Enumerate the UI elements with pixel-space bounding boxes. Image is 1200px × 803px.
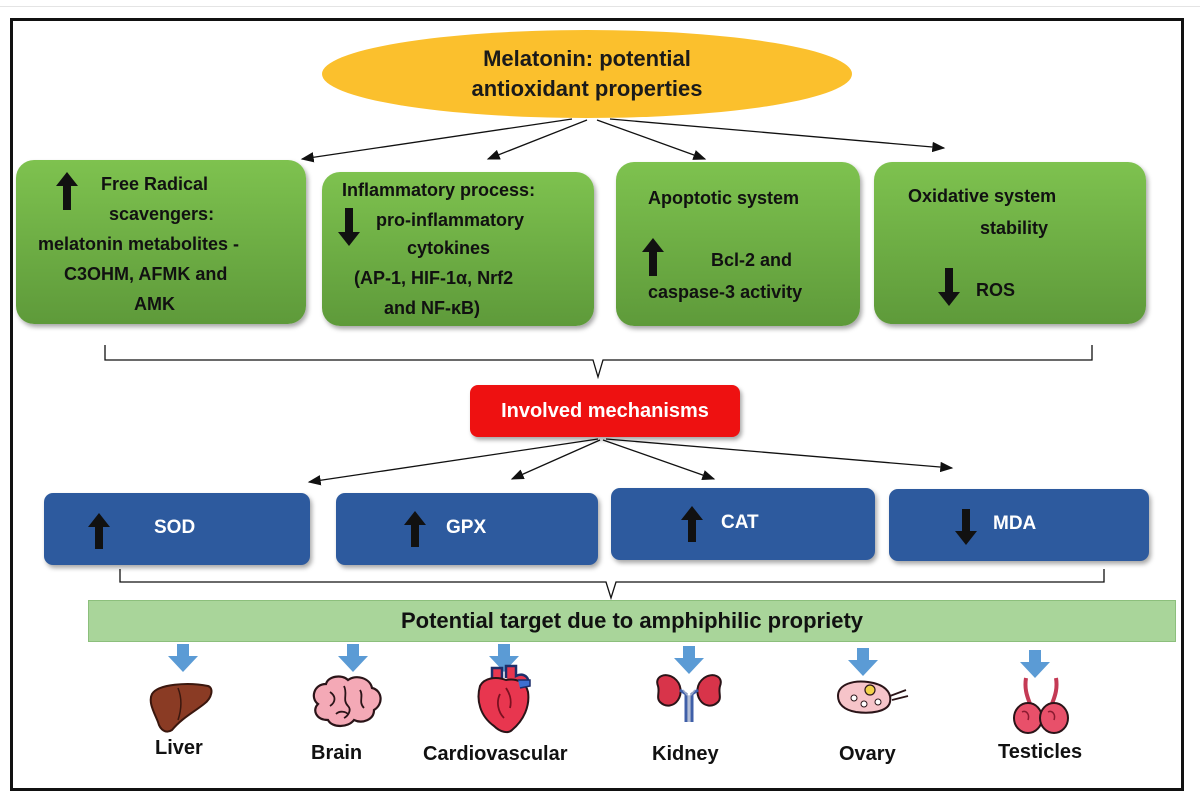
- property-line: Apoptotic system: [648, 188, 800, 208]
- property-box-inflammatory: Inflammatory process: pro-inflammatory c…: [322, 172, 594, 326]
- property-line: C3OHM, AFMK and: [64, 264, 228, 284]
- properties-brace: [104, 345, 1093, 380]
- testicles-icon: [1010, 676, 1072, 736]
- property-line: caspase-3 activity: [648, 282, 803, 302]
- property-line: scavengers:: [109, 204, 215, 224]
- title-ellipse: Melatonin: potential antioxidant propert…: [322, 30, 852, 118]
- down-arrow-icon: [338, 644, 368, 672]
- marker-box-gpx: GPX: [336, 493, 598, 565]
- property-line: Bcl-2 and: [711, 250, 793, 270]
- property-line: Oxidative system: [908, 186, 1057, 206]
- organ-label-liver: Liver: [155, 737, 203, 759]
- property-line: melatonin metabolites -: [38, 234, 240, 254]
- marker-box-cat: CAT: [611, 488, 875, 560]
- down-arrow-icon: [848, 648, 878, 676]
- up-arrow-icon: [56, 172, 78, 210]
- property-box-free-radical: Free Radical scavengers: melatonin metab…: [16, 160, 306, 324]
- up-arrow-icon: [404, 511, 426, 547]
- marker-label: CAT: [721, 512, 759, 533]
- ovary-icon: [830, 676, 910, 716]
- property-box-oxidative: Oxidative system stability ROS: [874, 162, 1146, 324]
- mechanism-arrows: [307, 438, 954, 486]
- property-line: (AP-1, HIF-1α, Nrf2: [354, 268, 514, 288]
- top-divider: [0, 6, 1200, 7]
- property-line: AMK: [134, 294, 175, 314]
- organ-label-kidney: Kidney: [652, 743, 719, 765]
- brain-icon: [308, 674, 384, 730]
- down-arrow-icon: [674, 646, 704, 674]
- organ-label-brain: Brain: [311, 742, 363, 764]
- up-arrow-icon: [642, 238, 664, 276]
- organ-label-testicles: Testicles: [998, 741, 1083, 763]
- down-arrow-icon: [955, 509, 977, 545]
- down-arrow-icon: [489, 644, 519, 672]
- heart-icon: [472, 664, 536, 736]
- kidney-icon: [652, 672, 726, 722]
- property-line: and NF-κB): [384, 298, 481, 318]
- marker-label: GPX: [446, 517, 487, 538]
- mechanisms-box: Involved mechanisms: [470, 385, 740, 437]
- title-arrows: [300, 118, 946, 163]
- target-label: Potential target due to amphiphilic prop…: [400, 608, 864, 633]
- marker-box-sod: SOD: [44, 493, 310, 565]
- property-line: Inflammatory process:: [342, 180, 536, 200]
- marker-box-mda: MDA: [889, 489, 1149, 561]
- down-arrow-icon: [338, 208, 360, 246]
- property-line: stability: [980, 218, 1049, 238]
- property-line: ROS: [976, 280, 1016, 300]
- down-arrow-icon: [938, 268, 960, 306]
- property-line: cytokines: [407, 238, 491, 258]
- marker-label: SOD: [154, 517, 196, 538]
- up-arrow-icon: [88, 513, 110, 549]
- up-arrow-icon: [681, 506, 703, 542]
- property-box-apoptotic: Apoptotic system Bcl-2 and caspase-3 act…: [616, 162, 860, 326]
- property-line: Free Radical: [101, 174, 209, 194]
- property-line: pro-inflammatory: [376, 210, 525, 230]
- diagram-title: Melatonin: potential antioxidant propert…: [471, 46, 703, 101]
- down-arrow-icon: [168, 644, 198, 672]
- markers-brace: [119, 569, 1105, 601]
- marker-label: MDA: [993, 513, 1037, 534]
- liver-icon: [148, 680, 214, 734]
- organ-label-cardiovascular: Cardiovascular: [423, 743, 568, 765]
- target-bar: Potential target due to amphiphilic prop…: [88, 600, 1176, 642]
- down-arrow-icon: [1020, 650, 1050, 678]
- diagram-frame: [10, 18, 1184, 791]
- organ-label-ovary: Ovary: [839, 743, 896, 765]
- mechanisms-label: Involved mechanisms: [501, 399, 709, 422]
